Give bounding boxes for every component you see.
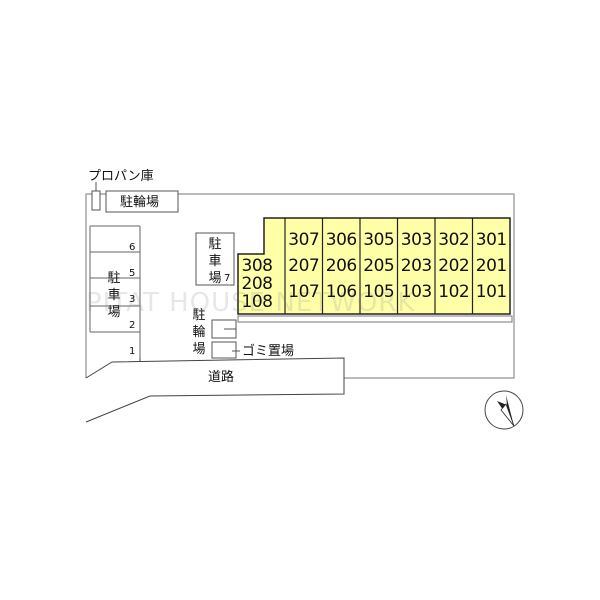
parking-number-3: 3 (129, 294, 136, 305)
unit-201: 201 (475, 256, 507, 276)
parking-number-5: 5 (129, 268, 136, 279)
garbage-area (211, 341, 237, 359)
site-boundary (85, 193, 515, 379)
unit-102: 102 (438, 282, 470, 302)
unit-306: 306 (325, 230, 357, 250)
unit-307: 307 (288, 230, 320, 250)
road (85, 357, 345, 423)
unit-301: 301 (475, 230, 507, 250)
bicycle-middle-label: 駐輪場 (192, 308, 206, 357)
parking-number-7: 7 (224, 273, 231, 284)
parking-middle-label: 駐車場 (208, 237, 222, 286)
unit-208: 208 (241, 274, 273, 294)
parking-left-label: 駐車場 (107, 271, 121, 320)
building (237, 217, 511, 315)
unit-203: 203 (400, 256, 432, 276)
garbage-label: ゴミ置場 (242, 344, 295, 359)
unit-205: 205 (363, 256, 395, 276)
parking-middle (195, 232, 235, 286)
unit-106: 106 (325, 282, 357, 302)
unit-dividers (284, 218, 474, 314)
parking-number-1: 1 (129, 346, 136, 357)
unit-107: 107 (288, 282, 320, 302)
unit-202: 202 (438, 256, 470, 276)
north-arrow-icon (484, 390, 524, 430)
parking-number-2: 2 (129, 320, 136, 331)
unit-303: 303 (400, 230, 432, 250)
unit-207: 207 (288, 256, 320, 276)
bicycle-parking-top (105, 190, 179, 213)
propane-label: プロパン庫 (88, 169, 154, 184)
propane-storage (91, 190, 101, 211)
unit-302: 302 (438, 230, 470, 250)
unit-103: 103 (400, 282, 432, 302)
building-base (237, 315, 513, 323)
parking-lanes-left (89, 225, 141, 358)
unit-108: 108 (241, 292, 273, 312)
parking-number-6: 6 (129, 242, 136, 253)
unit-206: 206 (325, 256, 357, 276)
unit-101: 101 (475, 282, 507, 302)
unit-308: 308 (241, 256, 273, 276)
unit-305: 305 (363, 230, 395, 250)
watermark: PITAT HOUSE NETWORK (86, 288, 416, 318)
bicycle-top-label: 駐輪場 (120, 195, 160, 210)
road-label: 道路 (208, 370, 235, 385)
unit-105: 105 (363, 282, 395, 302)
